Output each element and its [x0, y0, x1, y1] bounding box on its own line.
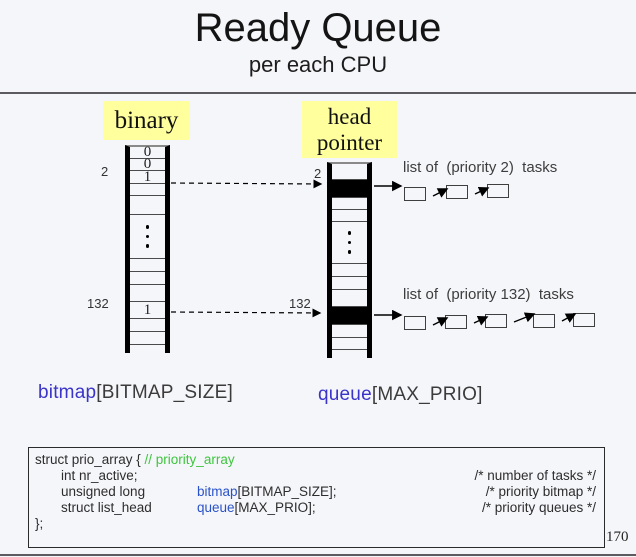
bitmap-cell — [130, 319, 165, 332]
tasklist-caption: list of (priority 132) tasks — [403, 286, 574, 303]
queue-index-2: 2 — [314, 166, 322, 181]
bitmap-cell — [130, 332, 165, 345]
code-text: }; — [35, 516, 44, 531]
tasklist-priority-2: list of (priority 2) tasks — [403, 159, 633, 207]
tasklist-priority-132: list of (priority 132) tasks — [403, 286, 633, 336]
code-bitmap-name: bitmap — [197, 484, 238, 499]
queue-cell — [332, 290, 367, 307]
queue-array — [327, 162, 372, 358]
page-number: 170 — [606, 529, 629, 545]
queue-cell — [332, 198, 367, 210]
code-comment: /* number of tasks */ — [474, 468, 596, 483]
code-line-5: }; — [35, 516, 604, 532]
ellipsis-dot — [145, 225, 150, 229]
head-pointer-line1: head — [327, 104, 372, 129]
code-text: unsigned long — [61, 484, 146, 499]
tasklist-boxes — [403, 312, 633, 336]
ellipsis-dot — [347, 250, 352, 254]
queue-cell — [332, 164, 367, 180]
code-text: struct prio_array { — [35, 452, 145, 467]
queue-cell — [332, 264, 367, 277]
task-box — [487, 184, 509, 198]
bitmap-caption-rest: [BITMAP_SIZE] — [96, 382, 233, 403]
head-pointer-line2: pointer — [316, 130, 383, 155]
queue-cell — [332, 180, 367, 198]
ellipsis-dot — [347, 231, 352, 235]
bitmap-cell: 0 — [130, 156, 165, 172]
code-text: [MAX_PRIO]; — [234, 500, 316, 515]
code-line-3: unsigned long bitmap[BITMAP_SIZE]; /* prio… — [35, 484, 604, 500]
bitmap-cell — [130, 285, 165, 302]
bitmap-cell: 1 — [130, 302, 165, 319]
queue-caption-var: queue — [318, 384, 372, 405]
queue-index-132: 132 — [289, 296, 311, 311]
bitmap-cell — [130, 215, 165, 259]
dashed-arrow-priority132 — [170, 308, 322, 318]
bitmap-caption: bitmap[BITMAP_SIZE] — [38, 382, 233, 404]
code-text: int nr_active; — [61, 468, 138, 483]
header-divider — [0, 92, 636, 94]
bitmap-cell: 0 — [130, 144, 165, 160]
code-text: struct list_head — [61, 500, 152, 515]
code-comment-green: // priority_array — [144, 452, 235, 467]
page-subtitle: per each CPU — [248, 52, 388, 77]
queue-cell — [332, 338, 367, 350]
bitmap-index-132: 132 — [87, 296, 109, 311]
code-queue-name: queue — [197, 500, 235, 515]
bitmap-caption-var: bitmap — [38, 382, 97, 403]
task-box — [485, 314, 507, 328]
footer-divider — [0, 554, 636, 556]
task-box — [404, 187, 426, 201]
queue-cell — [332, 307, 367, 325]
code-comment: /* priority queues */ — [481, 500, 596, 515]
bitmap-cell: 1 — [130, 169, 165, 185]
queue-cell — [332, 277, 367, 290]
ellipsis-dot — [347, 240, 352, 245]
bitmap-cell — [130, 345, 165, 355]
bitmap-cell — [130, 259, 165, 272]
task-box — [533, 314, 555, 328]
dashed-arrow-priority2 — [170, 179, 323, 189]
task-box — [445, 315, 467, 329]
code-comment: /* priority bitmap */ — [485, 484, 596, 499]
bitmap-cell — [130, 272, 165, 285]
task-box — [404, 316, 426, 330]
code-line-2: int nr_active; /* number of tasks */ — [35, 468, 604, 484]
queue-cell — [332, 210, 367, 222]
task-box — [573, 313, 595, 327]
tasklist-boxes — [403, 183, 633, 207]
queue-caption-rest: [MAX_PRIO] — [371, 384, 483, 405]
code-block: struct prio_array { // priority_array in… — [28, 447, 605, 548]
bitmap-cell — [130, 184, 165, 196]
binary-tag: binary — [103, 101, 190, 140]
code-text: [BITMAP_SIZE]; — [237, 484, 337, 499]
page-title: Ready Queue — [194, 6, 442, 50]
queue-cell — [332, 325, 367, 338]
queue-cell — [332, 222, 367, 264]
tasklist-caption: list of (priority 2) tasks — [403, 159, 558, 176]
code-line-1: struct prio_array { // priority_array — [35, 452, 604, 468]
bitmap-index-2: 2 — [101, 164, 109, 179]
task-box — [446, 185, 468, 199]
bitmap-cell — [130, 196, 165, 215]
queue-cell — [332, 350, 367, 360]
ellipsis-dot — [145, 244, 150, 248]
ellipsis-dot — [145, 234, 150, 239]
code-line-4: struct list_head queue[MAX_PRIO]; /* prior… — [35, 500, 604, 516]
head-pointer-tag: head pointer — [302, 101, 397, 158]
queue-caption: queue[MAX_PRIO] — [318, 384, 483, 406]
